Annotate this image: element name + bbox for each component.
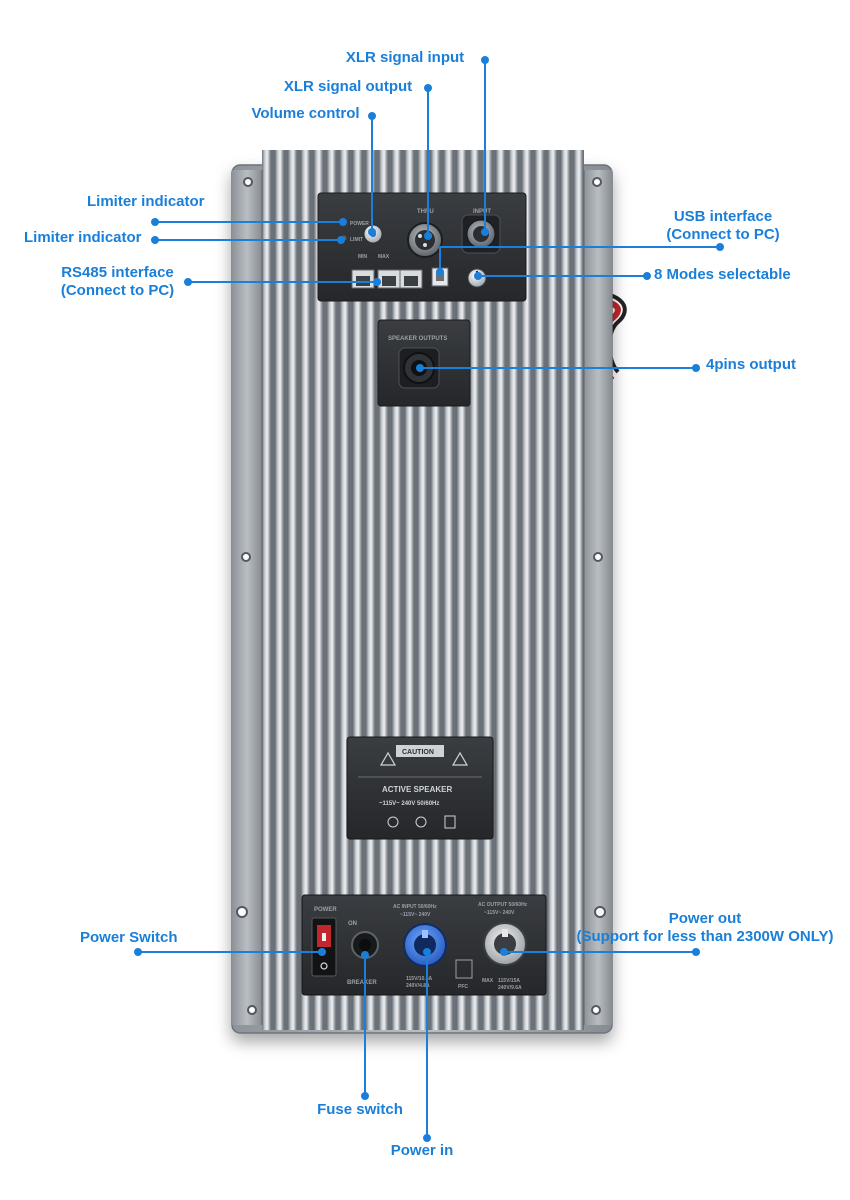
panel-print-text: MIN — [358, 254, 368, 260]
callout-text: USB interface — [673, 208, 773, 225]
callout-text: 8 Modes selectable — [654, 266, 791, 283]
panel-print-text: CAUTION — [402, 749, 434, 756]
panel-print-text: MAX — [378, 254, 390, 260]
panel-print-text: 240V/4.8A — [406, 983, 430, 989]
mounting-holes — [236, 177, 606, 1015]
callout-4pins-output: 4pins output — [706, 356, 826, 374]
callout-text: Power Switch — [80, 929, 178, 946]
caution-label — [346, 736, 494, 840]
panel-print-text: ~115V~ 240V — [400, 912, 431, 918]
panel-print-text: AC INPUT 50/60Hz — [393, 904, 437, 910]
panel-print-text: 240V/9.6A — [498, 985, 522, 991]
panel-print-text: ACTIVE SPEAKER — [382, 785, 452, 794]
panel-print-text: SPEAKER OUTPUTS — [388, 336, 447, 342]
callout-text: Power out — [668, 910, 742, 927]
panel-print-text: 115V/10.5A — [406, 976, 433, 982]
callout-power-in: Power in — [372, 1142, 472, 1160]
panel-print-text: PFC — [458, 984, 468, 990]
callout-volume-control: Volume control — [233, 105, 378, 123]
callout-usb-interface: USB interface (Connect to PC) — [648, 208, 798, 244]
callout-limiter-indicator-2: Limiter indicator — [24, 229, 164, 247]
panel-print-text: BREAKER — [347, 980, 377, 986]
callout-text: (Connect to PC) — [666, 226, 780, 243]
callout-fuse-switch: Fuse switch — [300, 1101, 420, 1119]
callout-power-switch: Power Switch — [80, 929, 210, 947]
panel-print-text: MAX — [482, 978, 494, 984]
callout-text: (Support for less than 2300W ONLY) — [576, 928, 834, 945]
panel-print-text: 115V/15A — [498, 978, 520, 984]
callout-8-modes: 8 Modes selectable — [654, 266, 824, 284]
panel-print-text: AC OUTPUT 50/60Hz — [478, 902, 528, 908]
panel-print-text: INPUT — [473, 209, 491, 215]
callout-text: (Connect to PC) — [60, 282, 175, 299]
callout-xlr-input: XLR signal input — [330, 49, 480, 67]
callout-text: Fuse switch — [317, 1101, 403, 1118]
callout-text: 4pins output — [706, 356, 796, 373]
callout-text: Volume control — [251, 105, 360, 122]
rs485-jacks — [351, 269, 423, 289]
callout-text: XLR signal output — [283, 78, 413, 95]
callout-limiter-indicator-1: Limiter indicator — [87, 193, 227, 211]
panel-print-text: POWER — [350, 221, 369, 227]
panel-print-text: LIMIT — [350, 237, 363, 243]
panel-print-text: ~115V~ 240V 50/60Hz — [379, 801, 439, 807]
leader-lines — [134, 56, 724, 1142]
callout-text: Limiter indicator — [24, 229, 142, 246]
callout-xlr-output: XLR signal output — [268, 78, 428, 96]
callout-rs485-interface: RS485 interface (Connect to PC) — [45, 264, 190, 300]
callout-text: XLR signal input — [345, 49, 465, 66]
callout-text: RS485 interface — [61, 264, 174, 281]
panel-print-text: ~115V~ 240V — [484, 910, 515, 916]
panel-print-text: THRU — [417, 209, 434, 215]
callout-power-out: Power out (Support for less than 2300W O… — [562, 910, 848, 946]
panel-print-text: POWER — [314, 907, 337, 913]
callout-text: Power in — [390, 1142, 454, 1159]
panel-print-text: ON — [348, 921, 357, 927]
callout-text: Limiter indicator — [87, 193, 205, 210]
